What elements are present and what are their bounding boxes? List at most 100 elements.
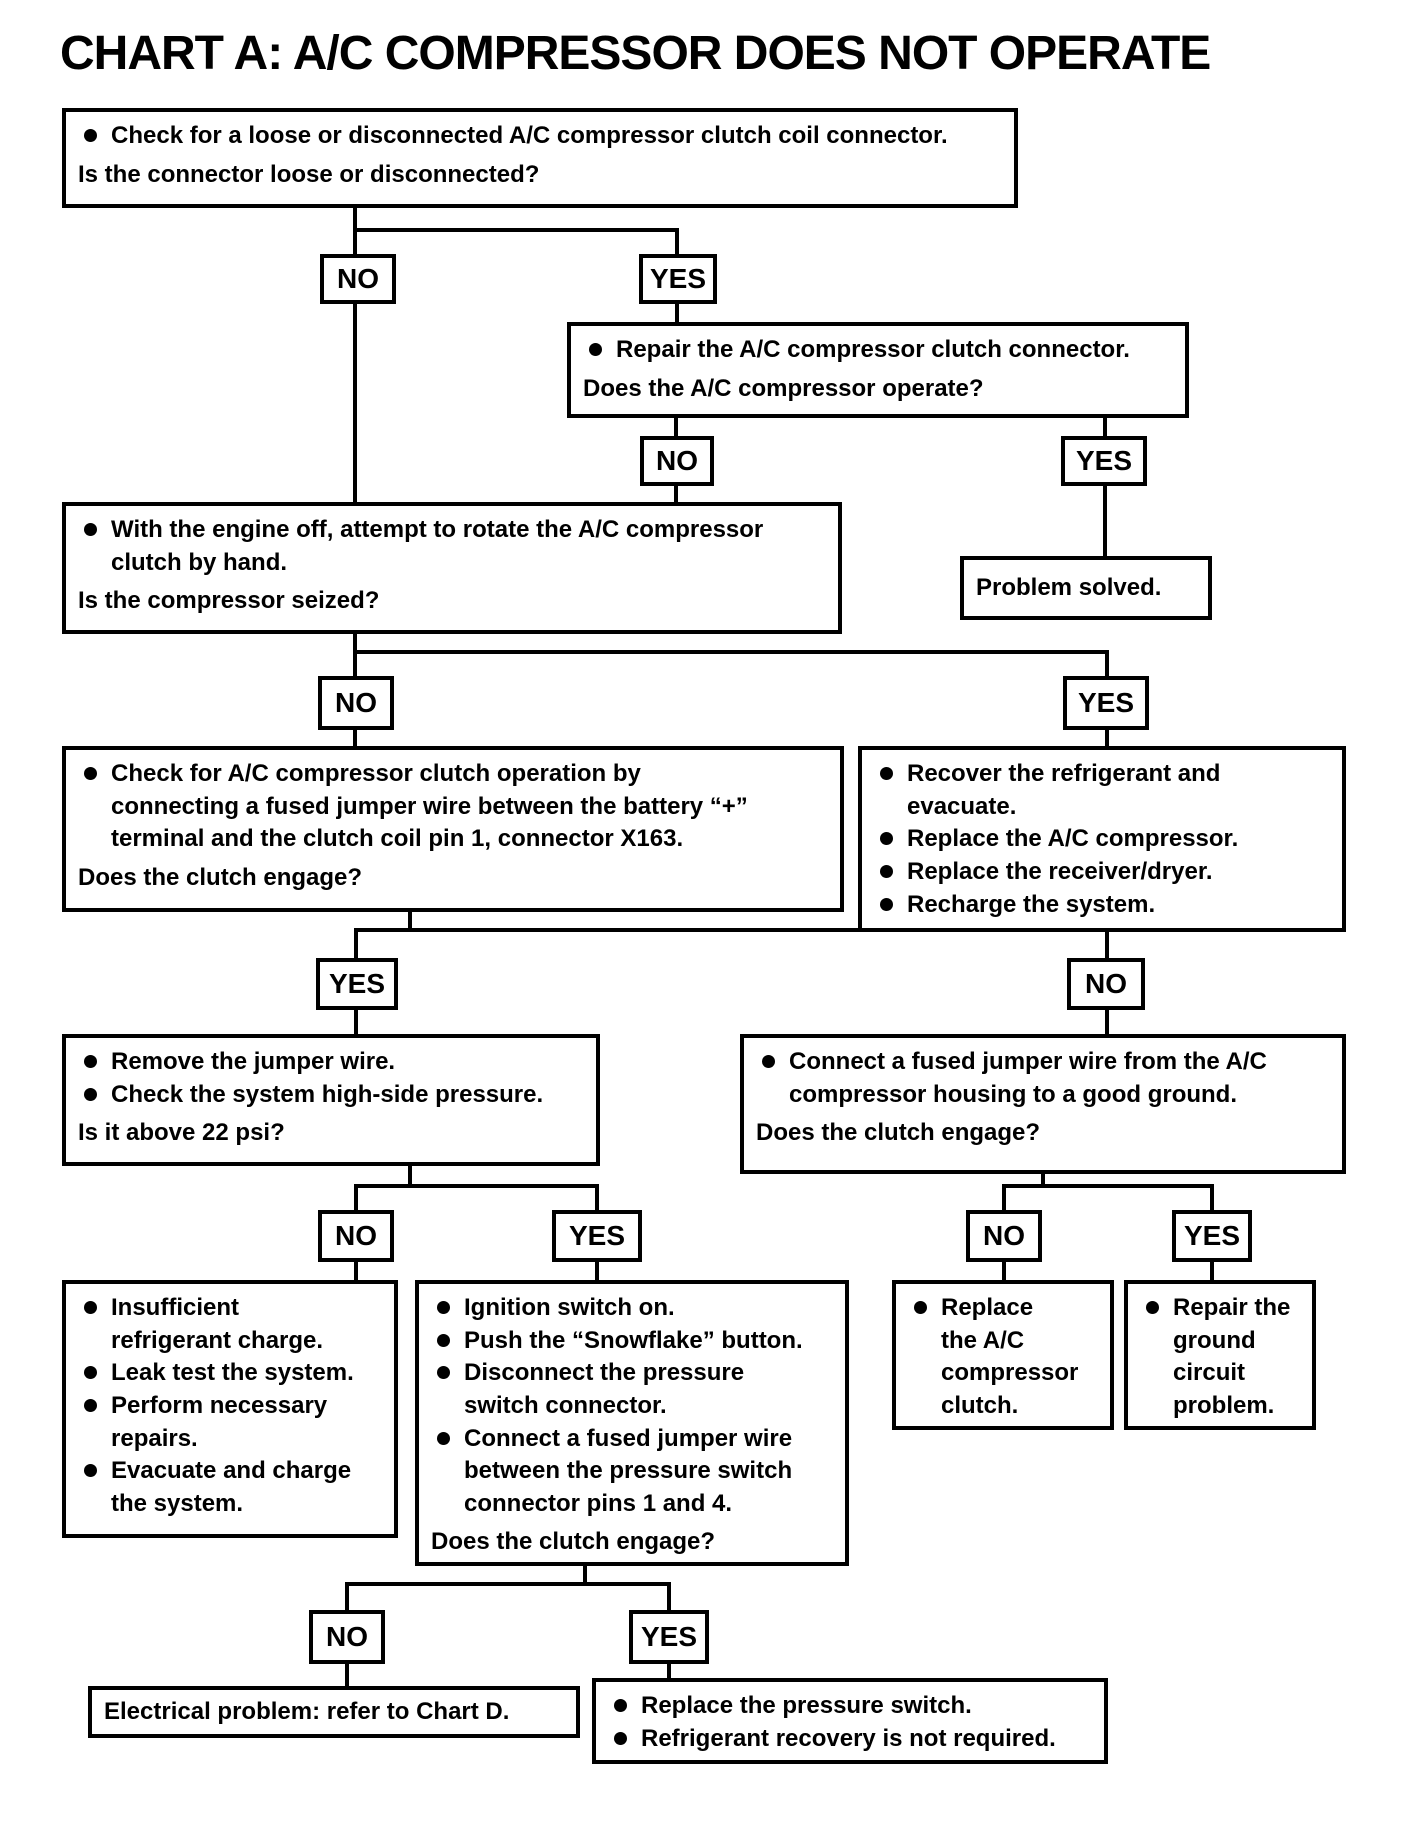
bullet-text: Refrigerant recovery is not required. xyxy=(641,1724,1056,1752)
connector-line xyxy=(1105,730,1109,746)
bullet-icon xyxy=(762,1055,775,1068)
bullet-icon xyxy=(1146,1301,1159,1314)
bullet-icon xyxy=(84,1398,97,1412)
bullet-text: Disconnect the pressure switch connector… xyxy=(464,1359,745,1419)
bullet-item: Check for a loose or disconnected A/C co… xyxy=(74,120,1000,153)
connector-line xyxy=(667,1582,671,1610)
bullet-item: Push the “Snowflake” button. xyxy=(427,1325,831,1358)
decision-yes-1: YES xyxy=(639,254,717,304)
bullet-list: Repair the ground circuit problem. xyxy=(1136,1292,1298,1423)
bullet-icon xyxy=(437,1366,450,1380)
connector-line xyxy=(408,1166,412,1188)
bullet-icon xyxy=(84,1055,97,1068)
connector-line xyxy=(345,1582,671,1586)
connector-line xyxy=(354,928,1109,932)
bullet-item: Refrigerant recovery is not required. xyxy=(604,1723,1090,1756)
bullet-text: Insufficient refrigerant charge. xyxy=(111,1294,324,1354)
connector-line xyxy=(353,634,357,676)
bullet-text: Connect a fused jumper wire from the A/C… xyxy=(789,1048,1267,1108)
bullet-icon xyxy=(437,1431,450,1445)
decision-label: YES xyxy=(649,263,707,294)
connector-line xyxy=(595,1184,599,1210)
decision-yes-4: YES xyxy=(316,958,398,1010)
decision-no-1: NO xyxy=(320,254,396,304)
connector-line xyxy=(1105,1010,1109,1034)
bullet-item: Connect a fused jumper wire from the A/C… xyxy=(752,1046,1328,1111)
decision-label: YES xyxy=(1077,687,1135,718)
decision-label: NO xyxy=(656,445,698,476)
connector-line xyxy=(674,486,678,502)
connector-line xyxy=(1105,928,1109,958)
node-battery-jumper-test: Check for A/C compressor clutch operatio… xyxy=(62,746,844,912)
bullet-item: Evacuate and charge the system. xyxy=(74,1455,380,1520)
bullet-icon xyxy=(84,523,97,536)
decision-yes-6: YES xyxy=(1172,1210,1252,1262)
bullet-icon xyxy=(84,1464,97,1478)
bullet-text: Replace the receiver/dryer. xyxy=(907,857,1213,885)
bullet-item: Insufficient refrigerant charge. xyxy=(74,1292,380,1357)
bullet-item: Disconnect the pressure switch connector… xyxy=(427,1357,831,1422)
decision-label: NO xyxy=(326,1621,368,1652)
bullet-item: Ignition switch on. xyxy=(427,1292,831,1325)
node-replace-compressor-actions: Recover the refrigerant and evacuate. Rep… xyxy=(858,746,1346,932)
connector-line xyxy=(408,912,412,932)
decision-label: NO xyxy=(335,687,377,718)
connector-line xyxy=(1002,1184,1006,1210)
bullet-icon xyxy=(84,1087,97,1101)
bullet-item: Recharge the system. xyxy=(870,889,1328,922)
connector-line xyxy=(345,1664,349,1686)
bullet-icon xyxy=(84,1366,97,1380)
bullet-text: Check for A/C compressor clutch operatio… xyxy=(111,760,748,853)
decision-label: NO xyxy=(983,1220,1025,1251)
bullet-item: Replace the pressure switch. xyxy=(604,1690,1090,1723)
bullet-icon xyxy=(589,343,602,356)
decision-yes-7: YES xyxy=(629,1610,709,1664)
bullet-text: With the engine off, attempt to rotate t… xyxy=(111,516,764,576)
connector-line xyxy=(354,1184,358,1210)
connector-line xyxy=(354,1010,358,1034)
bullet-icon xyxy=(880,832,893,846)
decision-no-2: NO xyxy=(640,436,714,486)
bullet-text: Recover the refrigerant and evacuate. xyxy=(907,760,1221,820)
connector-line xyxy=(353,730,357,746)
bullet-icon xyxy=(437,1301,450,1314)
connector-line xyxy=(1105,650,1109,676)
connector-line xyxy=(667,1664,671,1678)
node-pressure-switch-jumper-test: Ignition switch on.Push the “Snowflake” … xyxy=(415,1280,849,1566)
bullet-icon xyxy=(880,897,893,911)
connector-line xyxy=(354,1184,599,1188)
decision-label: YES xyxy=(1183,1220,1241,1251)
question-text: Is the compressor seized? xyxy=(78,587,380,615)
bullet-item: Repair the ground circuit problem. xyxy=(1136,1292,1298,1423)
bullet-item: Recover the refrigerant and evacuate. xyxy=(870,758,1328,823)
connector-line xyxy=(1041,1174,1045,1188)
bullet-icon xyxy=(84,1301,97,1314)
node-ground-jumper-test: Connect a fused jumper wire from the A/C… xyxy=(740,1034,1346,1174)
bullet-item: Check for A/C compressor clutch operatio… xyxy=(74,758,826,856)
connector-line xyxy=(354,1262,358,1280)
node-replace-clutch-action: Replace the A/C compressor clutch. xyxy=(892,1280,1114,1430)
bullet-text: Connect a fused jumper wire between the … xyxy=(464,1424,793,1517)
bullet-list: Recover the refrigerant and evacuate. Rep… xyxy=(870,758,1328,921)
question-text: Does the A/C compressor operate? xyxy=(583,374,984,402)
bullet-text: Replace the A/C compressor clutch. xyxy=(941,1294,1079,1419)
decision-no-7: NO xyxy=(309,1610,385,1664)
question-text: Does the clutch engage? xyxy=(756,1119,1041,1147)
node-rotate-clutch: With the engine off, attempt to rotate t… xyxy=(62,502,842,634)
bullet-list: Check for a loose or disconnected A/C co… xyxy=(74,120,1000,153)
decision-label: NO xyxy=(337,263,379,294)
bullet-text: Leak test the system. xyxy=(111,1359,354,1387)
bullet-list: Replace the pressure switch.Refrigerant … xyxy=(604,1690,1090,1755)
bullet-icon xyxy=(84,767,97,780)
connector-line xyxy=(675,304,679,322)
question-text: Does the clutch engage? xyxy=(431,1528,716,1556)
connector-line xyxy=(353,304,357,502)
decision-label: YES xyxy=(328,968,386,999)
bullet-text: Check for a loose or disconnected A/C co… xyxy=(111,122,948,149)
connector-line xyxy=(595,1262,599,1280)
bullet-icon xyxy=(880,767,893,780)
bullet-text: Remove the jumper wire. xyxy=(111,1048,396,1075)
bullet-text: Recharge the system. xyxy=(907,890,1156,918)
decision-label: YES xyxy=(568,1220,626,1251)
